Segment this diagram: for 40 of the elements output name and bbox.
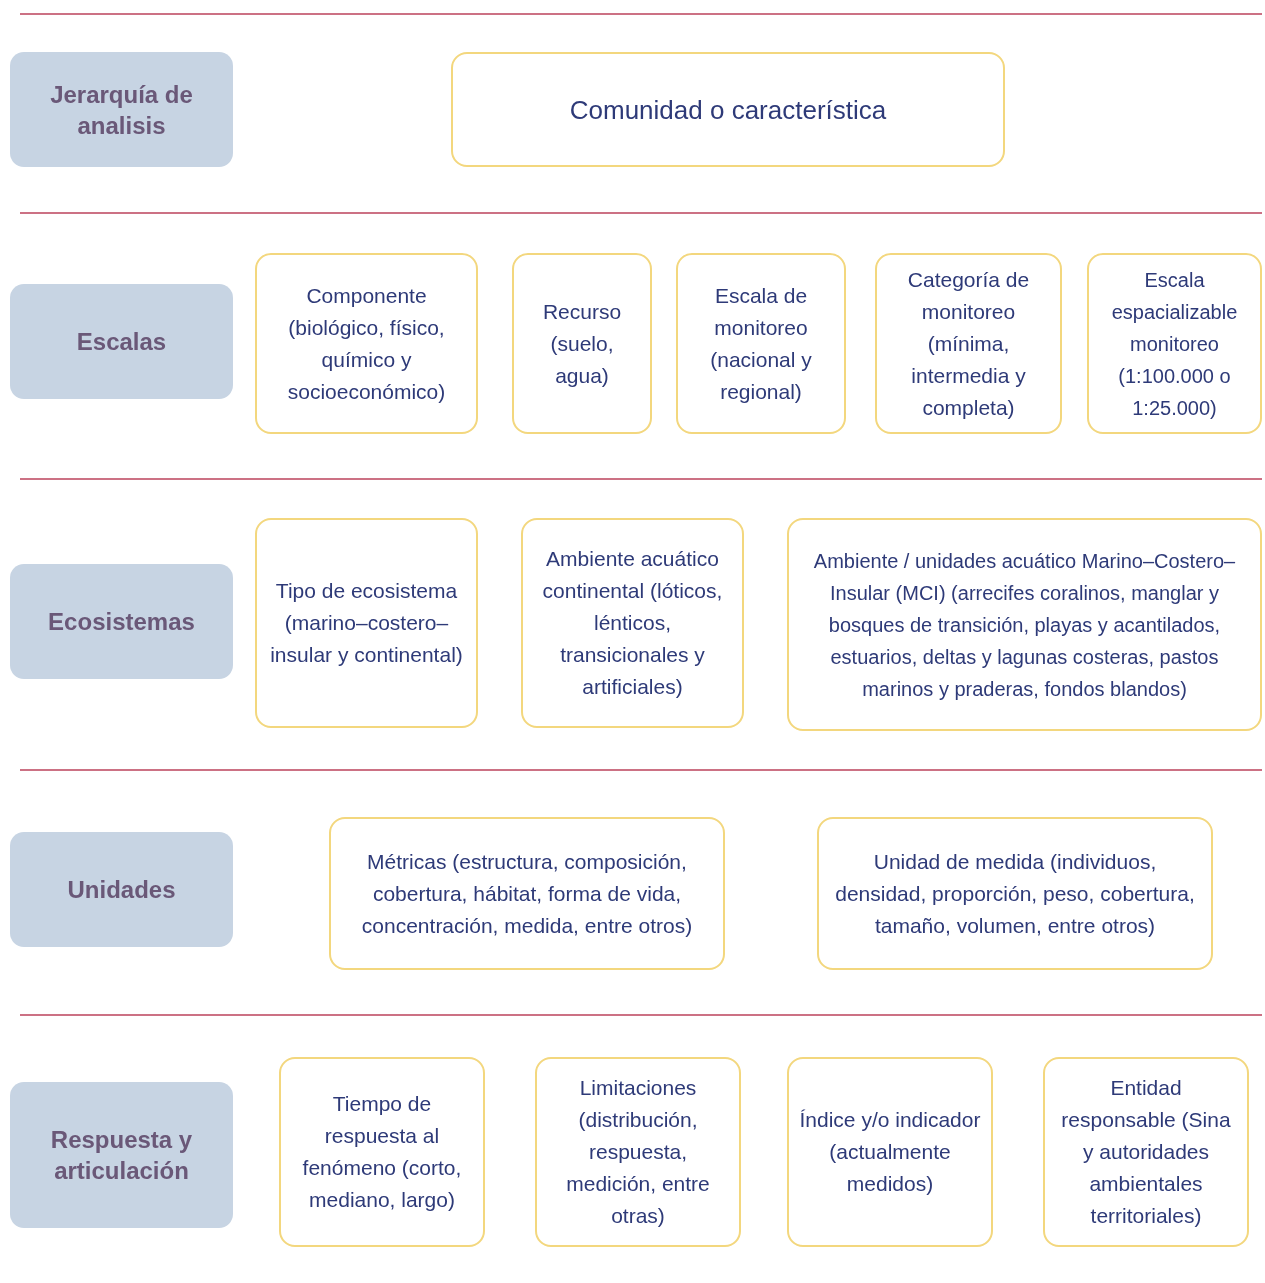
box-text: Limitaciones (distribución, respuesta, medición, entre otras) (565, 1075, 711, 1229)
item-box (329, 817, 725, 970)
item-box (451, 52, 1005, 167)
box-text: Ambiente / unidades acuático Marino–Costero–Insular (MCI) (arrecifes coralinos, manglar y bosques de transición, playas y acantilados, estuarios, deltas y lagunas costeras, pastos marinos y praderas, fondos blandos) (812, 548, 1237, 702)
item-box (535, 1057, 741, 1247)
box-text: Unidad de medida (individuos, densidad, proporción, peso, cobertura, tamaño, volumen, entre otros) (834, 848, 1196, 939)
row-heading: Unidades (67, 875, 176, 905)
item-box (817, 817, 1213, 970)
row-heading: Jerarquía de analisis (49, 79, 194, 141)
category-box (10, 1082, 233, 1228)
item-box (255, 518, 478, 728)
box-text: Entidad responsable (Sina y autoridades ambientales territoriales) (1060, 1075, 1232, 1229)
box-text: Tiempo de respuesta al fenómeno (corto, mediano, largo) (301, 1091, 463, 1213)
row-heading: Respuesta y articulación (49, 1125, 194, 1186)
item-box (521, 518, 744, 728)
row-heading: Escalas (76, 327, 167, 357)
box-text: Comunidad o característica (569, 93, 887, 126)
category-box (10, 832, 233, 947)
item-box (1087, 253, 1262, 434)
box-text: Métricas (estructura, composición, cobertura, hábitat, forma de vida, concentración, medida, entre otros) (360, 848, 694, 939)
box-text: Categoría de monitoreo (mínima, intermedia y completa) (906, 266, 1031, 421)
item-box (279, 1057, 485, 1247)
category-box (10, 52, 233, 167)
item-box (787, 1057, 993, 1247)
item-box (787, 518, 1262, 731)
row-heading: Ecosistemas (48, 607, 195, 637)
box-text: Índice y/o indicador (actualmente medidos) (799, 1107, 981, 1197)
box-text: Escala de monitoreo (nacional y regional) (709, 282, 813, 405)
category-box (10, 564, 233, 679)
item-box (255, 253, 478, 434)
item-box (1043, 1057, 1249, 1247)
item-box (676, 253, 846, 434)
box-text: Escala espacializable monitoreo (1:100.000 o 1:25.000) (1110, 267, 1239, 421)
item-box (875, 253, 1062, 434)
box-text: Componente (biológico, físico, químico y socioeconómico) (286, 282, 447, 405)
box-text: Ambiente acuático continental (lóticos, lénticos, transicionales y artificiales) (541, 546, 724, 700)
category-box (10, 284, 233, 399)
box-text: Recurso (suelo, agua) (541, 298, 623, 389)
box-text: Tipo de ecosistema (marino–costero–insular y continental) (269, 578, 464, 668)
item-box (512, 253, 652, 434)
